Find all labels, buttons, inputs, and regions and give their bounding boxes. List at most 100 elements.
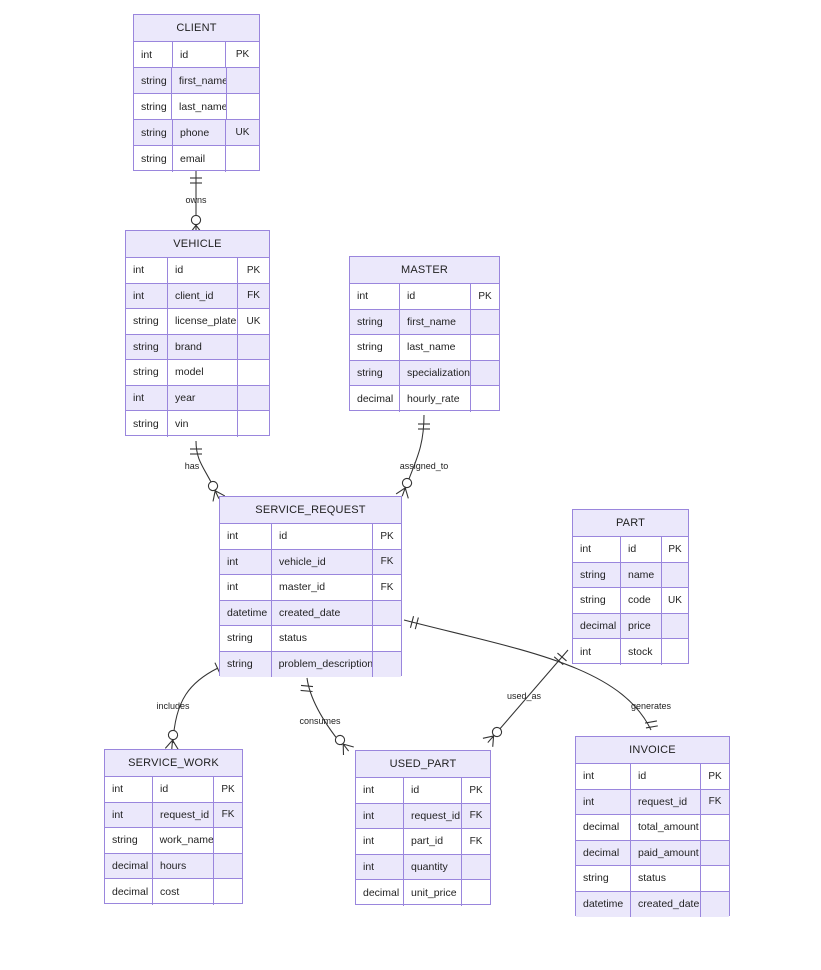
crowsfoot-center xyxy=(487,735,495,743)
relationship-assigned_to xyxy=(395,414,430,499)
attribute-name: hourly_rate xyxy=(400,386,471,412)
attribute-key-badge xyxy=(214,879,242,905)
attribute-key-badge xyxy=(471,335,499,360)
attribute-key-badge xyxy=(238,335,269,360)
zero-circle xyxy=(207,480,219,492)
attribute-key-badge: FK xyxy=(469,810,483,822)
attribute-type: string xyxy=(126,411,168,437)
cardinality-marker-zero-or-many xyxy=(334,734,354,756)
crowsfoot-center xyxy=(342,743,350,752)
zero-circle xyxy=(401,477,413,489)
one-bar xyxy=(409,616,415,628)
attribute-key-badge xyxy=(662,614,688,639)
attribute-type: int xyxy=(105,802,153,827)
relationship-label-assigned_to: assigned_to xyxy=(399,461,449,471)
entity-title-used_part: USED_PART xyxy=(356,751,490,778)
attribute-type: decimal xyxy=(573,613,621,638)
attribute-key-badge xyxy=(238,386,269,411)
one-bar xyxy=(557,652,567,662)
cardinality-marker-zero-or-many xyxy=(482,726,503,747)
attribute-type: string xyxy=(350,335,400,360)
attribute-name: id xyxy=(631,764,701,789)
attribute-type: int xyxy=(105,777,153,802)
attribute-name: id xyxy=(153,777,214,802)
attribute-name: hours xyxy=(153,853,214,878)
attribute-name: part_id xyxy=(404,829,462,854)
attribute-key-badge: UK xyxy=(235,127,250,138)
attribute-type: decimal xyxy=(356,880,404,906)
attribute-type: string xyxy=(573,588,621,613)
attribute-type: int xyxy=(356,778,404,803)
attribute-type: string xyxy=(126,334,168,359)
attribute-key-badge xyxy=(701,841,729,866)
attribute-key-badge xyxy=(471,310,499,335)
crowsfoot xyxy=(342,743,354,756)
attribute-key-badge xyxy=(373,652,401,678)
attribute-key-badge: PK xyxy=(668,543,682,555)
attribute-type: string xyxy=(573,562,621,587)
cardinality-marker-one xyxy=(644,720,658,729)
one-bar xyxy=(300,684,314,688)
attribute-type: string xyxy=(134,68,172,93)
attribute-name: unit_price xyxy=(404,880,462,906)
attribute-name: id xyxy=(400,284,471,309)
entity-title-service_work: SERVICE_WORK xyxy=(105,750,242,777)
attribute-name: last_name xyxy=(172,94,228,119)
attribute-name: name xyxy=(621,562,662,587)
attribute-key-badge xyxy=(701,892,729,918)
